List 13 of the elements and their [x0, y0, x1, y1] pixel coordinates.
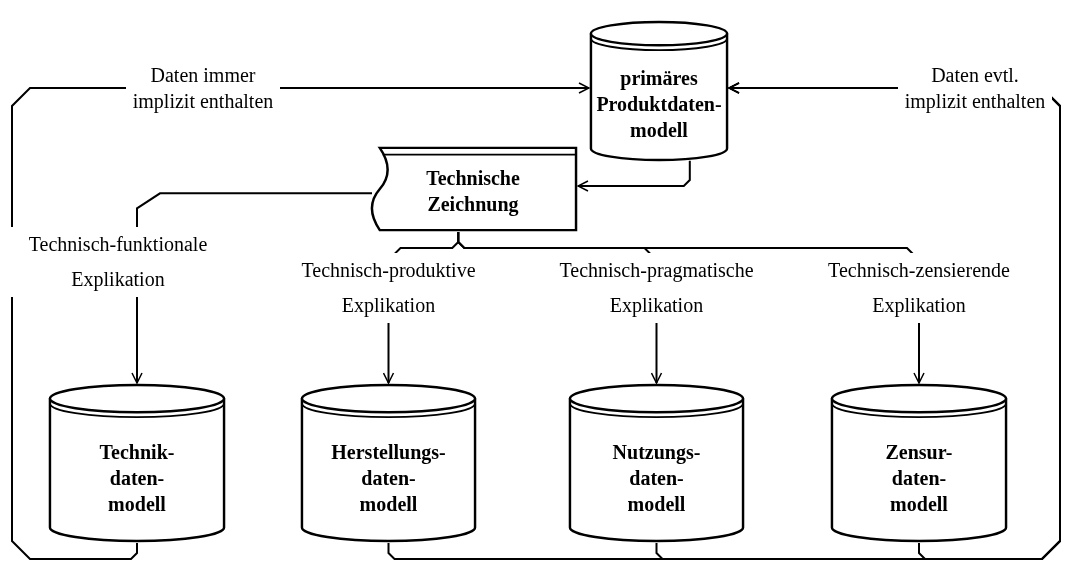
node-label: Technische Zeichnung — [426, 166, 520, 217]
node-label: Nutzungs- daten- modell — [612, 440, 701, 517]
database-cylinder — [568, 383, 745, 543]
database-cylinder — [589, 20, 729, 162]
node-label: Herstellungs- daten- modell — [331, 440, 446, 517]
database-cylinder — [830, 383, 1008, 543]
database-cylinder — [48, 383, 226, 543]
node-label: Technik- daten- modell — [99, 440, 175, 517]
node-label: primäres Produktdaten- modell — [596, 66, 722, 143]
database-cylinder — [300, 383, 477, 543]
connector-arrow — [577, 159, 691, 192]
node-label: Zensur- daten- modell — [885, 440, 953, 517]
document-shape — [368, 146, 578, 232]
